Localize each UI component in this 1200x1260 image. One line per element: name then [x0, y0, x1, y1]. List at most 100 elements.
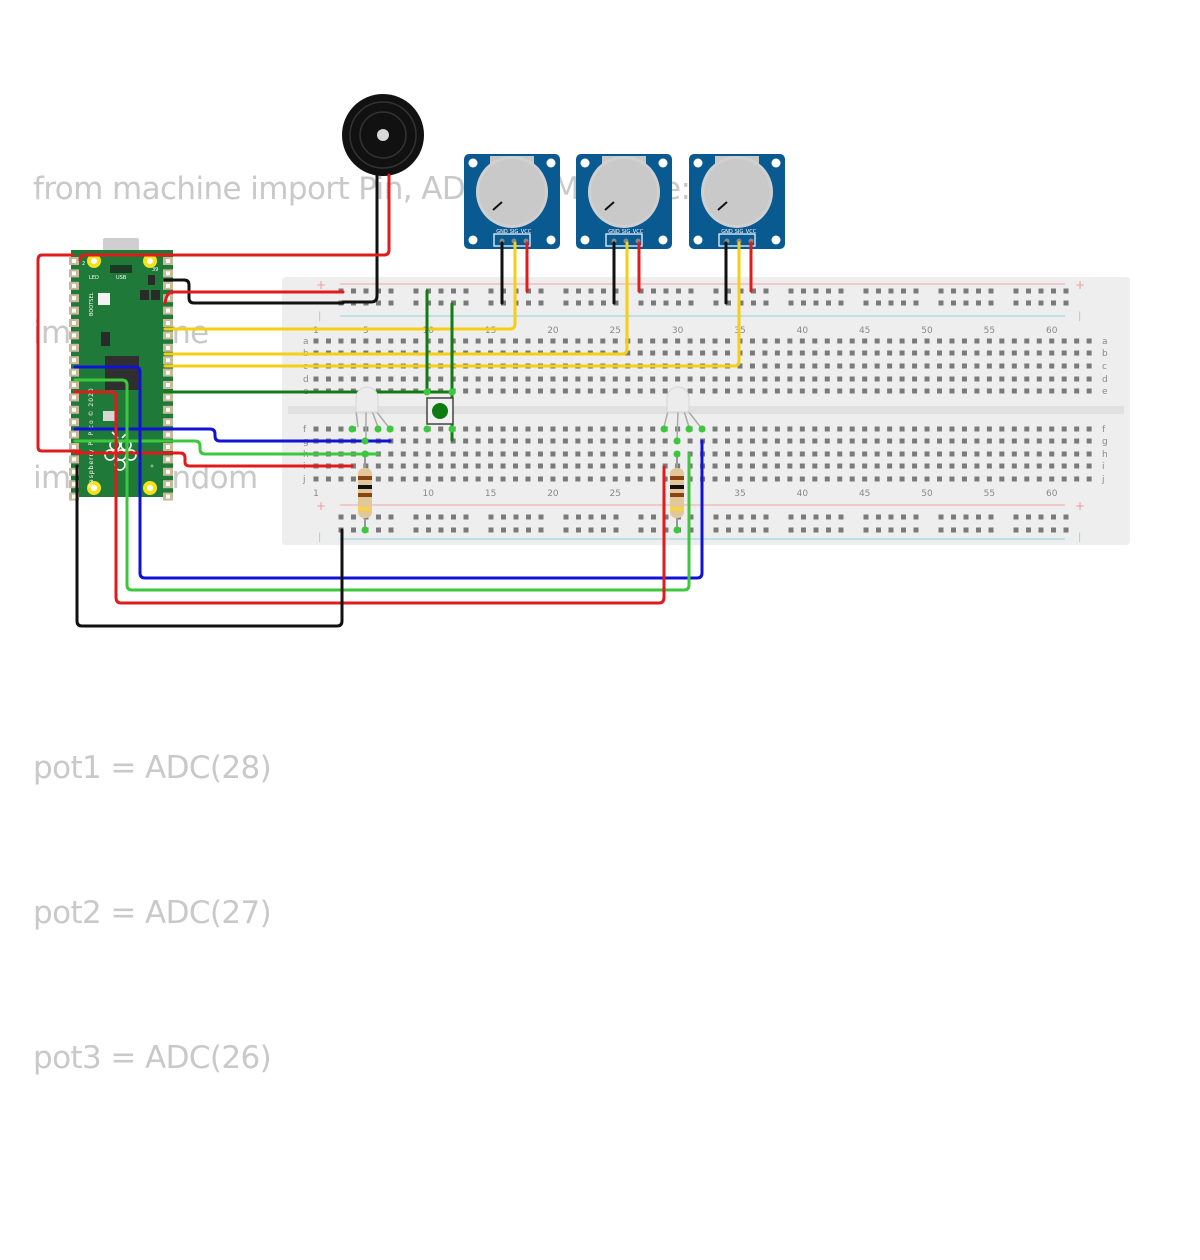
pushbutton[interactable] [423, 388, 456, 433]
breadboard-hole [1074, 451, 1080, 457]
wire-pico-3v3-rail[interactable] [163, 290, 345, 305]
breadboard-hole [937, 463, 942, 469]
breadboard-hole [762, 388, 768, 394]
breadboard-hole [899, 438, 905, 444]
breadboard-hole [1049, 451, 1055, 457]
breadboard-hole [463, 376, 469, 382]
rail-hole [738, 527, 744, 533]
wire-led2-red[interactable] [73, 390, 666, 605]
breadboard-hole [974, 451, 980, 457]
breadboard-hole [1061, 350, 1067, 356]
wire-buzzer-signal[interactable] [78, 173, 391, 262]
breadboard-hole [550, 463, 556, 469]
rail-hole [438, 514, 444, 520]
rail-hole [788, 514, 794, 520]
breadboard-hole [675, 338, 681, 344]
breadboard-hole [949, 363, 955, 369]
breadboard-hole [413, 338, 419, 344]
wire-pot3-sig[interactable] [163, 241, 741, 368]
breadboard-hole [849, 476, 855, 482]
breadboard-hole [824, 338, 830, 344]
button-cap[interactable] [432, 403, 448, 419]
piezo-buzzer[interactable] [342, 94, 424, 176]
rail-hole [576, 527, 581, 533]
column-number: 40 [797, 489, 809, 499]
breadboard-hole [986, 438, 992, 444]
code-line: pot1 = ADC(28) [33, 750, 272, 787]
breadboard-hole [450, 438, 456, 444]
breadboard-hole [687, 338, 693, 344]
wire-buzzer-gnd[interactable] [341, 173, 379, 304]
breadboard-hole [537, 438, 543, 444]
led-label: LED [89, 275, 99, 281]
breadboard-hole [625, 438, 631, 444]
rail-hole [663, 300, 669, 306]
breadboard-hole [999, 438, 1005, 444]
pot-knob[interactable] [479, 159, 545, 225]
breadboard-hole [787, 388, 793, 394]
breadboard-hole [787, 363, 793, 369]
breadboard-hole [899, 476, 905, 482]
breadboard-hole [712, 376, 718, 382]
rail-hole [501, 527, 506, 533]
breadboard-hole [974, 438, 980, 444]
rail-hole [751, 514, 756, 520]
breadboard-hole [1061, 388, 1067, 394]
pot-knob[interactable] [704, 159, 770, 225]
resistor-1[interactable] [358, 450, 372, 534]
breadboard-hole [1036, 426, 1042, 432]
breadboard-hole [899, 338, 905, 344]
breadboard-hole [400, 476, 406, 482]
pot-pin-label: VCC [521, 229, 532, 235]
breadboard-hole [637, 350, 643, 356]
resistor-2[interactable] [670, 450, 684, 534]
wire-gnd-bottom-rail[interactable] [75, 464, 344, 628]
breadboard-hole [600, 476, 606, 482]
breadboard-hole [774, 388, 780, 394]
breadboard-hole [438, 451, 444, 457]
breadboard-hole [712, 338, 718, 344]
breadboard-hole [862, 451, 868, 457]
wire-pico-left-red[interactable] [36, 253, 82, 453]
pot-pin-label: SIG [735, 229, 744, 235]
breadboard-hole [1074, 363, 1080, 369]
rgb-led-1[interactable] [348, 386, 394, 445]
breadboard-hole [662, 350, 668, 356]
wire-pot1-sig[interactable] [163, 241, 517, 331]
breadboard-hole [737, 426, 743, 432]
rail-hole [538, 527, 544, 533]
breadboard-hole [862, 376, 868, 382]
bootsel-button[interactable] [98, 293, 110, 305]
breadboard-hole [513, 463, 519, 469]
breadboard-hole [725, 338, 731, 344]
wire-led2-blue[interactable] [73, 365, 704, 580]
rgb-led-2[interactable] [660, 386, 706, 445]
breadboard-hole [749, 350, 755, 356]
breadboard-hole [313, 376, 319, 382]
wire-led2-green[interactable] [73, 378, 691, 592]
wire-led1-red[interactable] [73, 451, 354, 468]
breadboard[interactable]: + + + + | | | | 115510101515202025253030… [282, 277, 1130, 545]
raspberry-pi-pico[interactable]: LED USB 2 39 BOOTSEL Raspberry Pi Pico ©… [69, 238, 173, 501]
wire-led1-blue[interactable] [73, 427, 392, 443]
breadboard-hole [874, 438, 880, 444]
breadboard-hole [587, 476, 593, 482]
pot-knob[interactable] [591, 159, 657, 225]
rail-hole [613, 288, 619, 294]
breadboard-hole [500, 426, 506, 432]
breadboard-hole [662, 463, 668, 469]
breadboard-hole [1024, 463, 1030, 469]
bootsel-label: BOOTSEL [89, 292, 95, 316]
breadboard-hole [924, 463, 930, 469]
breadboard-hole [762, 376, 768, 382]
breadboard-hole [961, 350, 967, 356]
rail-hole [1038, 527, 1044, 533]
wire-pot2-sig[interactable] [163, 241, 629, 356]
breadboard-hole [749, 438, 755, 444]
breadboard-hole [737, 451, 743, 457]
wire-led1-green[interactable] [73, 439, 380, 456]
breadboard-hole [375, 338, 381, 344]
